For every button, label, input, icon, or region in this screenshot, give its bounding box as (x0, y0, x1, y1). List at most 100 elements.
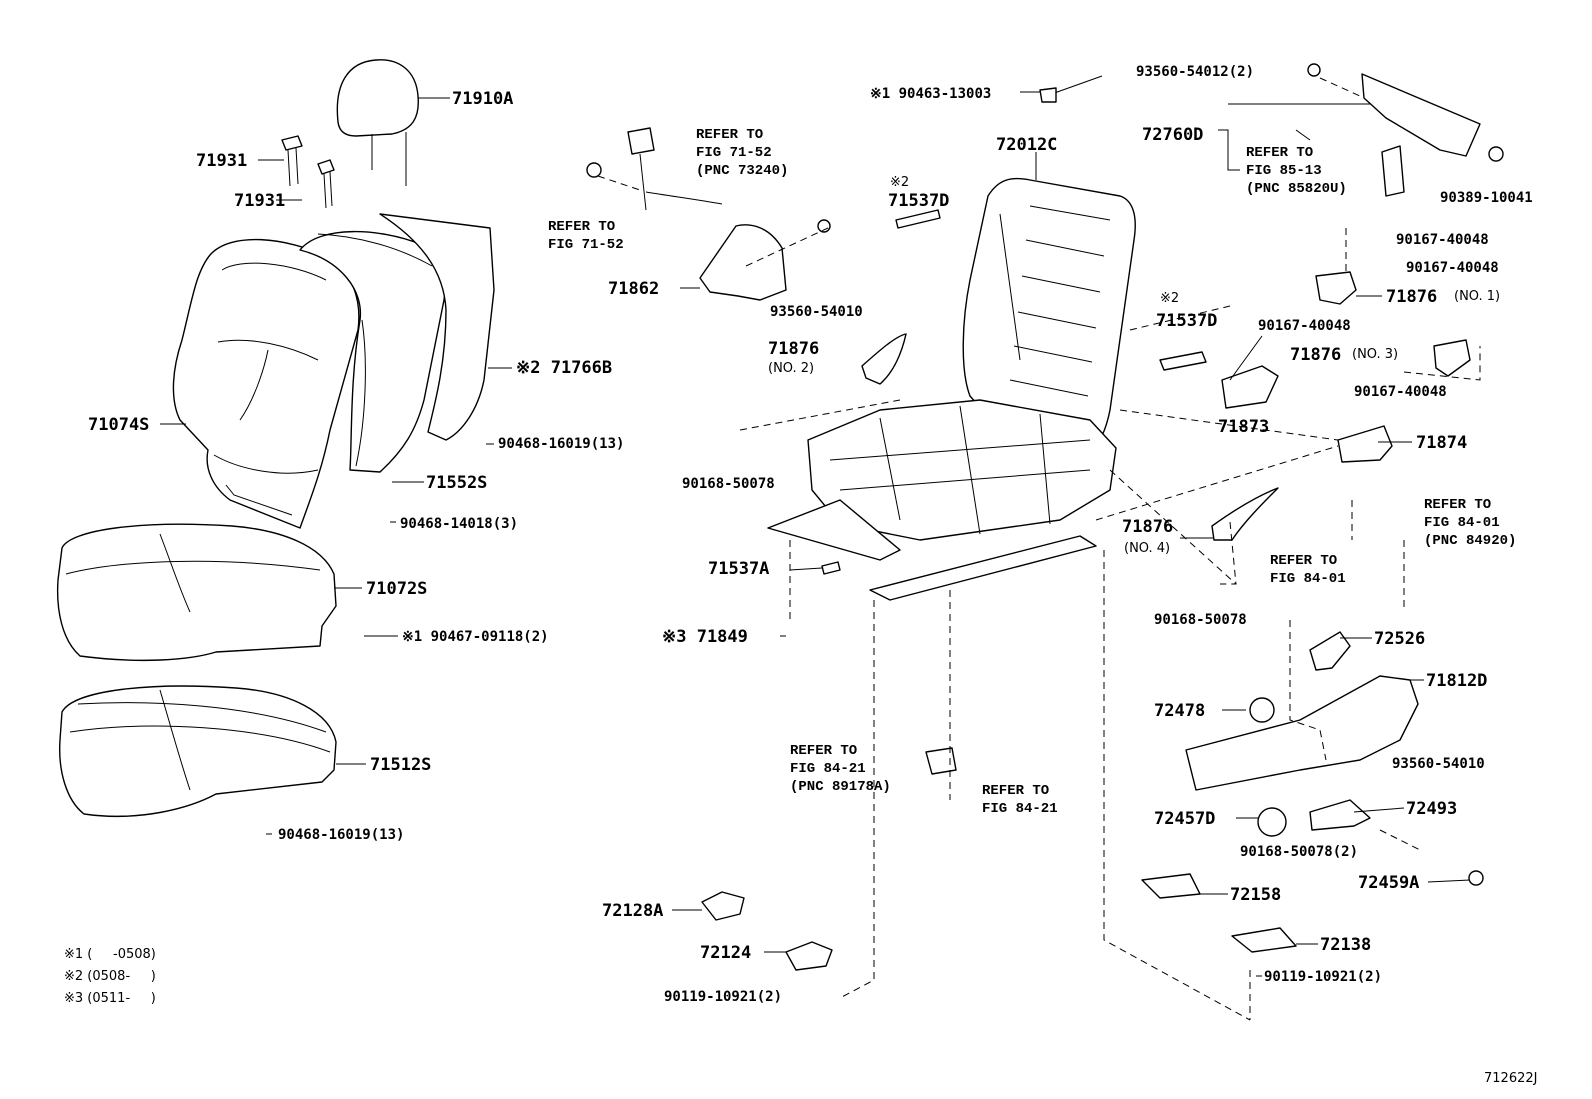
label-71537D-a-mark: ※2 (890, 175, 909, 190)
svg-text:REFER TO: REFER TO (1270, 553, 1337, 569)
label-90468-14018: 90468-14018(3) (400, 516, 518, 532)
label-71876-no2: 71876 (768, 339, 819, 359)
label-90168-50078-c: 90168-50078(2) (1240, 844, 1358, 860)
seatback-pad-drawing (299, 230, 446, 473)
cover-71876-no2-drawing (861, 333, 907, 385)
label-93560-54010-b: 93560-54010 (1392, 756, 1485, 772)
label-90167-40048-c: 90167-40048 (1258, 318, 1351, 334)
label-90167-40048-b: 90167-40048 (1406, 260, 1499, 276)
label-72128A: 72128A (602, 901, 663, 921)
seat-cushion-pad-drawing (59, 685, 337, 817)
seat-cushion-cover-drawing (56, 523, 337, 662)
footnotes: ※1 ( -0508) ※2 (0508- ) ※3 (0511- ) (64, 947, 156, 1006)
connector-drawing (925, 747, 957, 775)
label-71512S: 71512S (370, 755, 431, 775)
refer-fig-84-21-pnc-89178A[interactable]: REFER TO FIG 84-21 (PNC 89178A) (790, 743, 891, 795)
svg-text:FIG 71-52: FIG 71-52 (696, 145, 772, 161)
label-90468-16019-a: 90468-16019(13) (498, 436, 624, 452)
refer-fig-84-01-pnc-84920[interactable]: REFER TO FIG 84-01 (PNC 84920) (1424, 497, 1516, 549)
svg-text:REFER TO: REFER TO (1246, 145, 1313, 161)
pad-71537D-drawing (895, 209, 1207, 371)
label-71876-no2-sub: (NO. 2) (768, 361, 814, 376)
label-71931-b: 71931 (234, 191, 285, 211)
label-93560-54010-a: 93560-54010 (770, 304, 863, 320)
side-trim-drawing (1141, 631, 1484, 953)
cover-71876-no3-drawing (1433, 339, 1471, 377)
svg-text:FIG 84-01: FIG 84-01 (1270, 571, 1346, 587)
leader-lines (160, 91, 1471, 977)
svg-text:(PNC 89178A): (PNC 89178A) (790, 779, 891, 795)
label-90119-10921-b: 90119-10921(2) (664, 989, 782, 1005)
label-71537D-a: 71537D (888, 191, 949, 211)
label-72124: 72124 (700, 943, 751, 963)
label-71072S: 71072S (366, 579, 427, 599)
cover-71873-drawing (1221, 365, 1279, 409)
refer-fig-84-01[interactable]: REFER TO FIG 84-01 (1270, 553, 1346, 587)
cover-71876-no1-drawing (1315, 271, 1357, 305)
label-90468-16019-b: 90468-16019(13) (278, 827, 404, 843)
svg-text:(PNC 73240): (PNC 73240) (696, 163, 788, 179)
label-93560-54012: 93560-54012(2) (1136, 64, 1254, 80)
seat-belt-buckle-drawing (586, 127, 723, 211)
cover-71876-no4-drawing (1211, 487, 1279, 541)
bracket-72760D-drawing (1307, 63, 1504, 197)
label-71537D-b: 71537D (1156, 311, 1217, 331)
svg-text:FIG 84-01: FIG 84-01 (1424, 515, 1500, 531)
seatback-cover-drawing (172, 238, 360, 529)
pad-71537A-drawing (821, 561, 841, 575)
label-71873: 71873 (1218, 417, 1269, 437)
label-72457D: 72457D (1154, 809, 1215, 829)
refer-fig-71-52[interactable]: REFER TO FIG 71-52 (548, 219, 624, 253)
label-72138: 72138 (1320, 935, 1371, 955)
svg-text:REFER TO: REFER TO (982, 783, 1049, 799)
label-90467-09118: ※1 90467-09118(2) (402, 629, 549, 645)
footnote-2: ※2 (0508- ) (64, 969, 156, 984)
label-71876-no3-sub: (NO. 3) (1352, 347, 1398, 362)
label-71931-a: 71931 (196, 151, 247, 171)
label-72478: 72478 (1154, 701, 1205, 721)
figure-code: 712622J (1484, 1071, 1537, 1086)
label-72526: 72526 (1374, 629, 1425, 649)
side-cover-drawing (699, 219, 831, 301)
cover-72124-drawing (785, 941, 833, 971)
label-71766B: ※2 71766B (516, 358, 612, 378)
refer-fig-85-13[interactable]: REFER TO FIG 85-13 (PNC 85820U) (1246, 145, 1347, 197)
label-71074S: 71074S (88, 415, 149, 435)
svg-text:FIG 84-21: FIG 84-21 (790, 761, 866, 777)
refer-fig-84-21[interactable]: REFER TO FIG 84-21 (982, 783, 1058, 817)
label-71552S: 71552S (426, 473, 487, 493)
label-90167-40048-d: 90167-40048 (1354, 384, 1447, 400)
svg-text:(PNC 85820U): (PNC 85820U) (1246, 181, 1347, 197)
seat-frame-drawing (767, 177, 1136, 601)
bolt-90463-drawing (1039, 75, 1103, 103)
label-71537D-b-mark: ※2 (1160, 291, 1179, 306)
label-71874: 71874 (1416, 433, 1467, 453)
refer-fig-71-52-pnc-73240[interactable]: REFER TO FIG 71-52 (PNC 73240) (696, 127, 788, 179)
headrest-guide-drawing (281, 135, 335, 209)
label-90119-10921-a: 90119-10921(2) (1264, 969, 1382, 985)
svg-text:REFER TO: REFER TO (1424, 497, 1491, 513)
cover-71874-drawing (1337, 425, 1393, 463)
label-72760D: 72760D (1142, 125, 1203, 145)
label-71812D: 71812D (1426, 671, 1487, 691)
dashed-assembly-lines (597, 77, 1481, 1021)
svg-text:REFER TO: REFER TO (790, 743, 857, 759)
label-90168-50078-b: 90168-50078 (1154, 612, 1247, 628)
label-71876-no1: 71876 (1386, 287, 1437, 307)
footnote-1: ※1 ( -0508) (64, 947, 156, 962)
svg-text:(PNC 84920): (PNC 84920) (1424, 533, 1516, 549)
label-90463-13003: ※1 90463-13003 (870, 86, 991, 102)
label-90168-50078-a: 90168-50078 (682, 476, 775, 492)
label-71876-no3: 71876 (1290, 345, 1341, 365)
label-71862: 71862 (608, 279, 659, 299)
label-72158: 72158 (1230, 885, 1281, 905)
label-71910A: 71910A (452, 89, 513, 109)
label-72493: 72493 (1406, 799, 1457, 819)
label-71537A: 71537A (708, 559, 769, 579)
svg-text:FIG 84-21: FIG 84-21 (982, 801, 1058, 817)
svg-text:FIG 85-13: FIG 85-13 (1246, 163, 1322, 179)
label-72012C: 72012C (996, 135, 1057, 155)
footnote-3: ※3 (0511- ) (64, 991, 156, 1006)
